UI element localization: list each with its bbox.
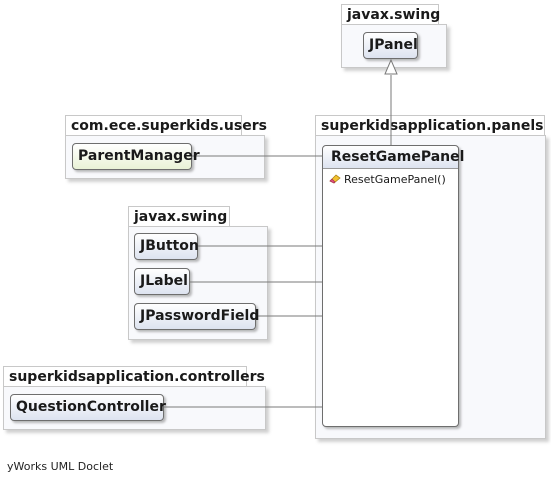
class-jpassword-field[interactable]: JPasswordField bbox=[134, 303, 259, 330]
class-title: ResetGamePanel bbox=[323, 146, 464, 169]
package-label: javax.swing bbox=[128, 206, 230, 226]
footer-credit: yWorks UML Doclet bbox=[7, 460, 114, 473]
method-icon bbox=[329, 174, 341, 184]
class-jlabel[interactable]: JLabel bbox=[134, 268, 190, 295]
package-label: javax.swing bbox=[341, 4, 440, 24]
class-reset-game-panel[interactable]: ResetGamePanel ResetGamePanel() bbox=[322, 145, 464, 427]
package-javax-swing-top: javax.swing bbox=[341, 4, 447, 68]
operation-label: ResetGamePanel() bbox=[344, 173, 446, 186]
class-jbutton[interactable]: JButton bbox=[134, 233, 199, 260]
class-parent-manager[interactable]: ParentManager bbox=[72, 143, 200, 170]
class-jpanel[interactable]: JPanel bbox=[363, 32, 418, 59]
package-label: superkidsapplication.controllers bbox=[3, 366, 265, 386]
operation-constructor[interactable]: ResetGamePanel() bbox=[329, 173, 446, 186]
package-label: superkidsapplication.panels bbox=[315, 115, 545, 135]
generalization-arrowhead bbox=[384, 58, 398, 75]
class-question-controller[interactable]: QuestionController bbox=[10, 394, 166, 421]
package-controllers: superkidsapplication.controllers bbox=[3, 366, 266, 430]
package-label: com.ece.superkids.users bbox=[65, 115, 267, 135]
